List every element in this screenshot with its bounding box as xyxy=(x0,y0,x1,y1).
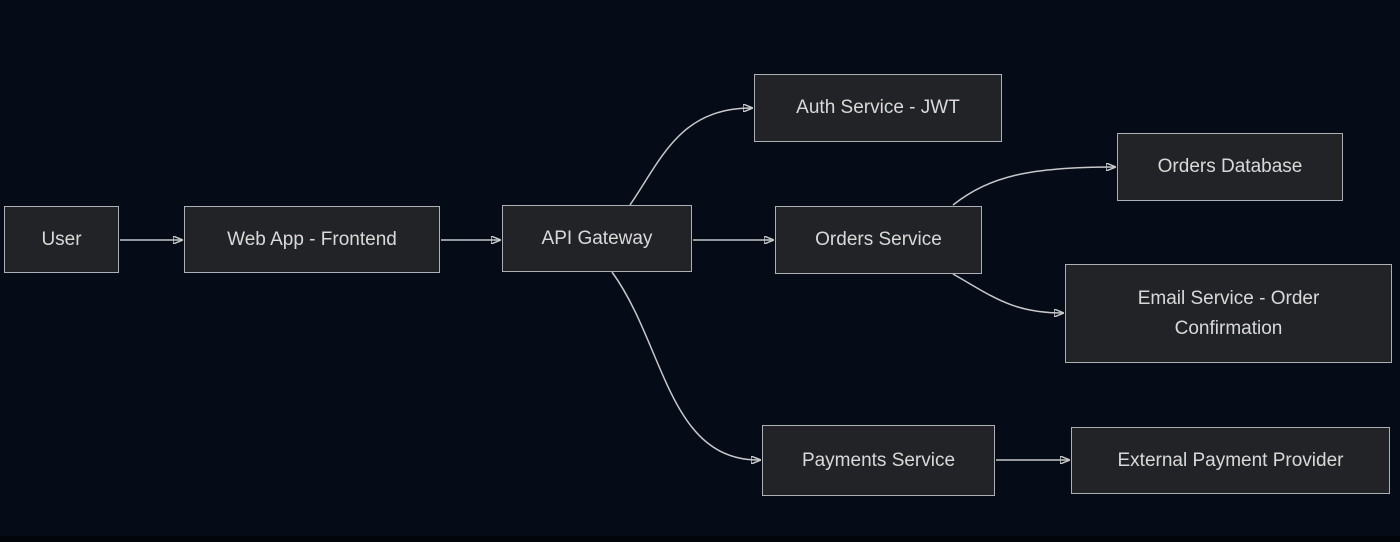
node-email-service-order-confirmation: Email Service - Order Confirmation xyxy=(1065,264,1392,363)
node-external-payment-provider-label: External Payment Provider xyxy=(1117,449,1344,471)
node-orders-database-label: Orders Database xyxy=(1157,156,1303,177)
node-web-app-frontend: Web App - Frontend xyxy=(184,206,440,273)
node-api-gateway-label: API Gateway xyxy=(541,227,653,249)
node-payments-service-label: Payments Service xyxy=(801,449,956,471)
node-api-gateway: API Gateway xyxy=(502,205,692,272)
node-user: User xyxy=(4,206,119,273)
node-web-app-frontend-label: Web App - Frontend xyxy=(227,228,397,250)
node-auth-service-jwt-label: Auth Service - JWT xyxy=(796,97,960,118)
edge-gateway-to-auth xyxy=(629,108,752,206)
node-orders-service-label: Orders Service xyxy=(815,229,942,250)
node-email-service-order-confirmation-label: Email Service - Order Confirmation xyxy=(1137,287,1320,339)
node-auth-service-jwt: Auth Service - JWT xyxy=(754,74,1002,142)
node-payments-service: Payments Service xyxy=(762,425,995,496)
edge-gateway-to-payments xyxy=(611,271,760,460)
node-external-payment-provider: External Payment Provider xyxy=(1071,427,1390,494)
edge-orders-to-ordersdb xyxy=(952,167,1115,206)
bottom-edge-strip xyxy=(0,536,1400,542)
edge-orders-to-email xyxy=(952,273,1063,313)
node-orders-service: Orders Service xyxy=(775,206,982,274)
node-orders-database: Orders Database xyxy=(1117,133,1343,201)
node-user-label: User xyxy=(41,228,82,250)
